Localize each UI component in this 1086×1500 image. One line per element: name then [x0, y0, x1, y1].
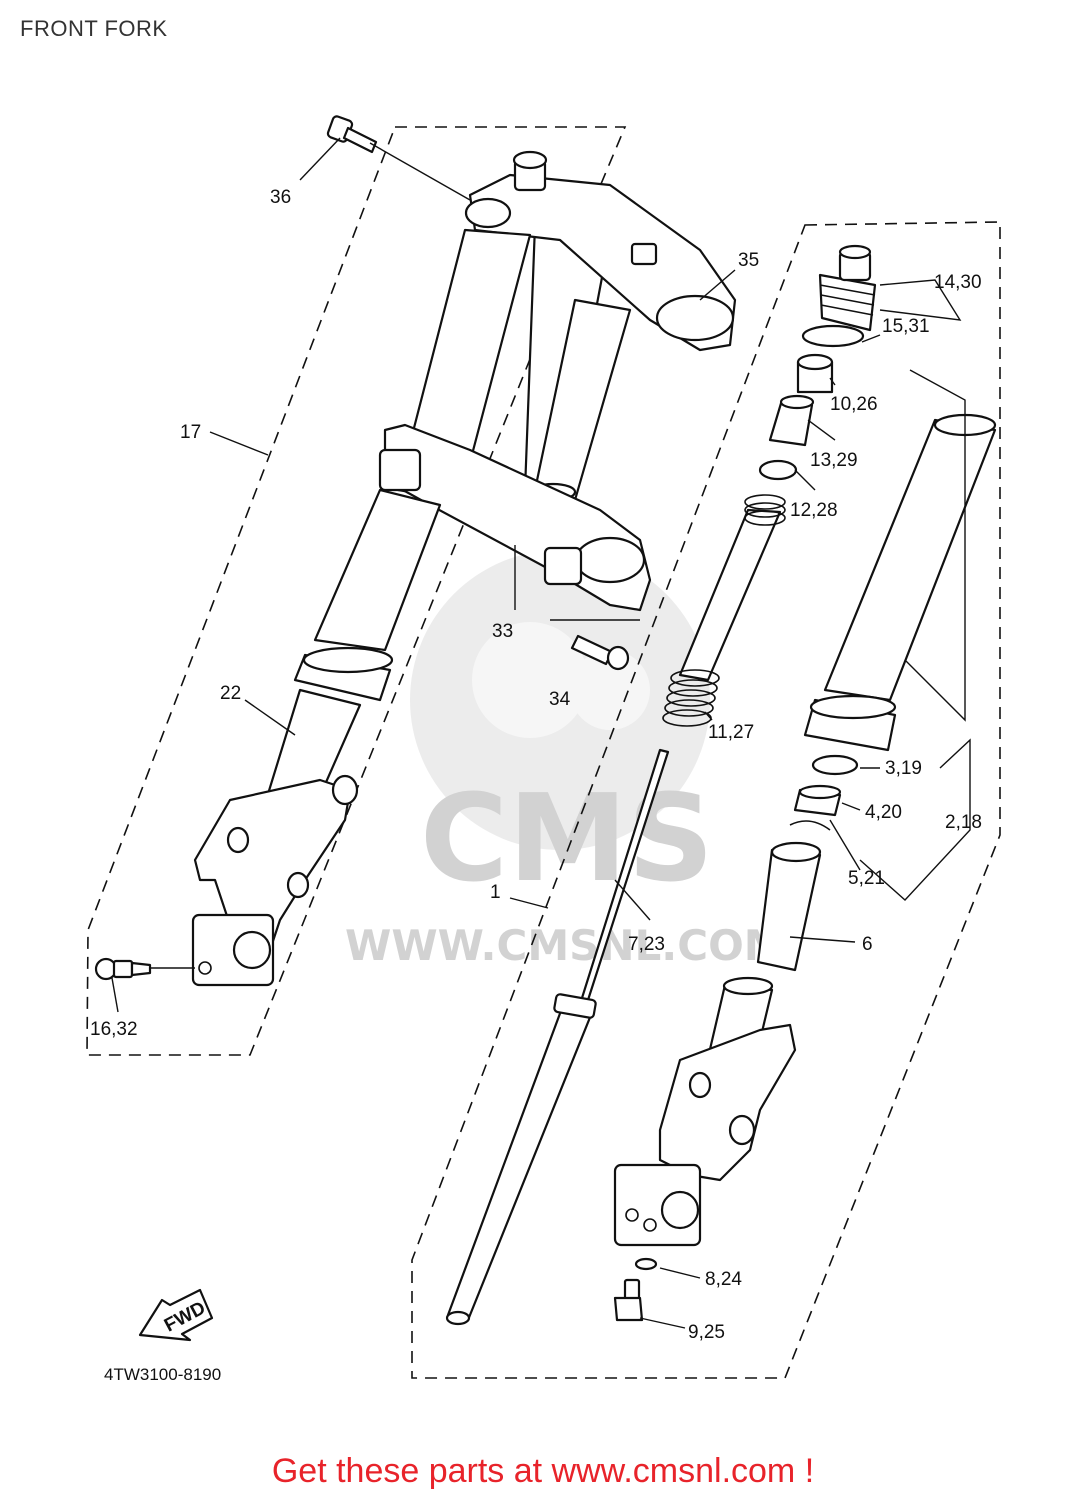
callout-33: 33 [492, 621, 513, 642]
assembly-frames [86, 126, 1001, 1379]
left-assembly-frame [86, 126, 627, 1056]
washer-icon [758, 459, 798, 481]
left-outer-tube [313, 488, 442, 652]
callout-6: 6 [862, 934, 873, 955]
dust-seal-icon [756, 841, 822, 972]
callout-12-28: 12,28 [790, 500, 838, 521]
callout-14-30: 14,30 [934, 272, 982, 293]
right-inner-tube-icon [613, 976, 797, 1247]
leader-lines [111, 137, 971, 1329]
callout-3-19: 3,19 [885, 758, 922, 779]
parts-store-link[interactable]: Get these parts at www.cmsnl.com ! [271, 1452, 815, 1490]
cartridge-tube-icon [445, 993, 597, 1326]
bolt-16-icon [94, 957, 152, 981]
diagram-code: 4TW3100-8190 [104, 1365, 221, 1384]
o-ring-icon [801, 324, 865, 348]
callout-34: 34 [549, 689, 571, 710]
oil-seal-icon [811, 754, 859, 776]
spring-icon [662, 669, 720, 727]
callout-15-31: 15,31 [882, 316, 930, 337]
spacer-icon [768, 394, 815, 447]
callout-5-21: 5,21 [848, 868, 885, 889]
drain-washer-icon [634, 1257, 658, 1271]
callout-7-23: 7,23 [628, 934, 665, 955]
circlip-icon [789, 820, 831, 831]
callout-8-24: 8,24 [705, 1269, 742, 1290]
callout-9-25: 9,25 [688, 1322, 725, 1343]
callout-17: 17 [180, 422, 201, 443]
cap-bolt-icon [818, 244, 877, 332]
left-fork-assembly [191, 150, 737, 987]
callout-1: 1 [490, 882, 501, 903]
callout-labels: 36 35 17 33 34 22 1 16,32 14,30 15,31 10… [90, 187, 982, 1343]
callout-36: 36 [270, 187, 291, 208]
loose-fasteners [94, 115, 630, 981]
callout-4-20: 4,20 [865, 802, 902, 823]
bolt-34-icon [570, 634, 630, 671]
callout-2-18: 2,18 [945, 812, 982, 833]
collar-icon [796, 353, 834, 394]
callout-22: 22 [220, 683, 241, 704]
callout-11-27: 11,27 [708, 722, 754, 743]
right-outer-tube-icon [803, 413, 997, 752]
drain-bolt-icon [613, 1278, 644, 1322]
callout-35: 35 [738, 250, 759, 271]
bushing-icon [793, 784, 842, 817]
forward-arrow-icon: FWD [138, 1288, 214, 1342]
watermark-brand: CMS [420, 770, 714, 909]
watermark: CMS WWW.CMSNL.COM [345, 550, 786, 970]
page-title: FRONT FORK [20, 16, 168, 41]
damper-cartridge-icon [678, 494, 786, 682]
right-assembly-frame [411, 221, 1001, 1379]
callout-16-32: 16,32 [90, 1019, 138, 1040]
bolt-36-icon [326, 115, 378, 154]
right-fork-internals [445, 244, 997, 1326]
watermark-url: WWW.CMSNL.COM [345, 921, 786, 970]
callout-13-29: 13,29 [810, 450, 858, 471]
callout-10-26: 10,26 [830, 394, 878, 415]
